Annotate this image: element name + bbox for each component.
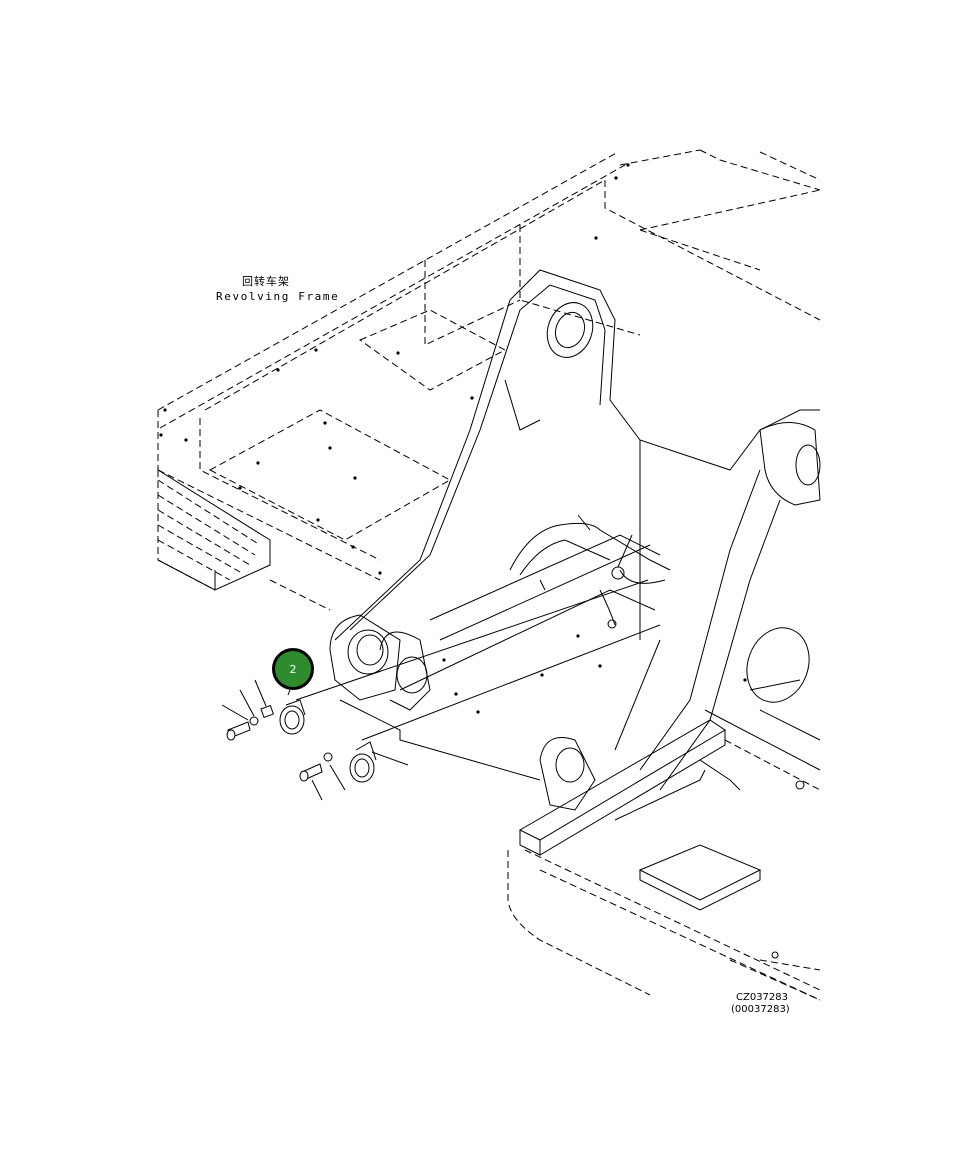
boom-bracket (329, 269, 821, 811)
step-ladder (157, 469, 271, 591)
revolving-frame-label-cn: 回转车架 (242, 275, 290, 288)
drawing-alt-code: (00037283) (731, 1004, 790, 1015)
drawing-code: CZ037283 (736, 992, 789, 1003)
lamp-assembly-upper (221, 579, 649, 741)
revolving-frame-outline (157, 149, 821, 611)
part-callout-2[interactable]: 2 (272, 648, 314, 690)
hardware-dots (159, 163, 747, 714)
track-frame (507, 709, 821, 1001)
wiring-harness (509, 514, 671, 629)
revolving-frame-label-en: Revolving Frame (216, 290, 340, 303)
lamp-assembly-lower (299, 624, 661, 801)
